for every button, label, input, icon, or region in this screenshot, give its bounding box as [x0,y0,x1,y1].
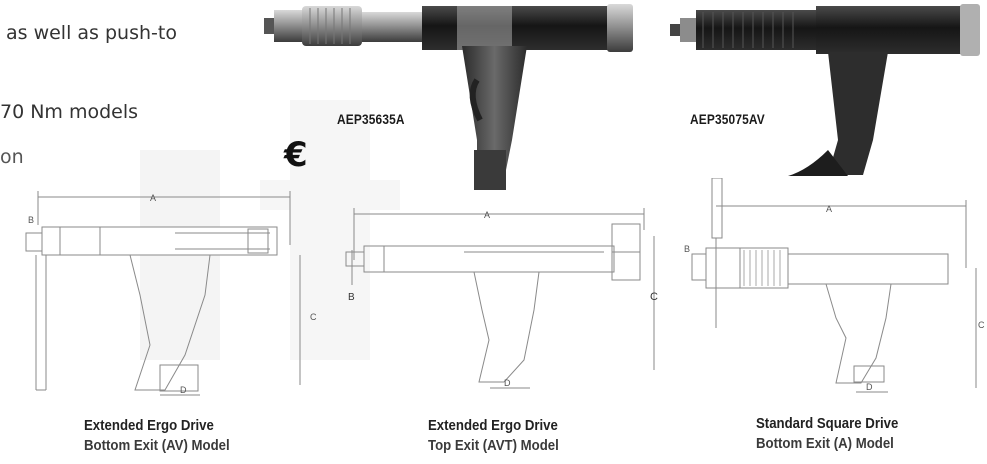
caption-line-2: Bottom Exit (AV) Model [84,437,230,454]
tool-photo-aep35075av [670,4,980,176]
dim-c-label: C [978,320,985,330]
caption-line-1: Extended Ergo Drive [428,417,558,434]
dim-a-label: A [826,204,832,214]
intro-text-line-2: 70 Nm models [0,101,139,123]
caption-line-1: Standard Square Drive [756,415,899,432]
dim-a-label: A [484,210,490,220]
dim-a-label: A [150,193,156,203]
dim-d-label: D [866,382,873,392]
dim-b-label: B [28,215,34,225]
dimension-drawing-av: A B C D [25,191,317,396]
dim-b-label: B [684,244,690,254]
dim-c-label: C [310,312,317,322]
dim-d-label: D [180,385,187,395]
dimension-drawing-a: A B C D [684,178,985,393]
dim-b-label: B [348,292,355,303]
drawing-caption-a: Standard Square Drive Bottom Exit (A) Mo… [756,414,898,454]
caption-line-1: Extended Ergo Drive [84,417,214,434]
intro-text-line-3: on [0,146,24,168]
photo-label-1: AEP35635A [337,111,405,127]
tool-photo-aep35635a [264,4,633,190]
drawing-caption-av: Extended Ergo Drive Bottom Exit (AV) Mod… [84,416,230,456]
drawing-caption-avt: Extended Ergo Drive Top Exit (AVT) Model [428,416,559,456]
ce-mark-icon: € [284,135,308,175]
intro-text-line-1: as well as push-to [6,22,177,44]
dim-c-label: C [650,291,658,303]
dimension-drawing-avt: A B C D [345,208,658,389]
dim-d-label: D [504,378,511,388]
caption-line-2: Bottom Exit (A) Model [756,435,894,452]
caption-line-2: Top Exit (AVT) Model [428,437,559,454]
photo-label-2: AEP35075AV [690,111,765,127]
